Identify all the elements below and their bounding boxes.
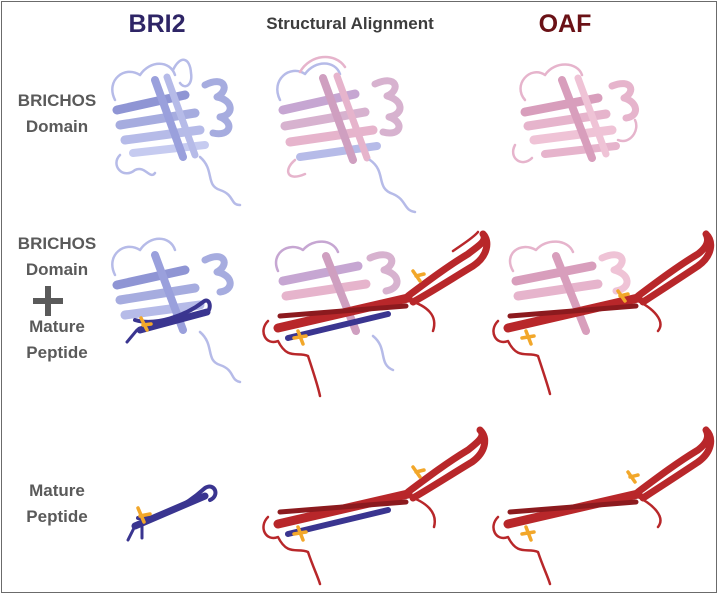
oaf-mature-peptide-structure <box>492 426 715 586</box>
row-label-line: Peptide <box>26 343 88 362</box>
row-label-line: Domain <box>25 260 89 279</box>
column-title-structural-alignment: Structural Alignment <box>266 14 434 33</box>
row-label-line: Mature <box>29 317 85 336</box>
row-label-brichos-plus-peptide-top: BRICHOS Domain <box>2 231 112 283</box>
row-label-brichos-plus-peptide-bottom: Mature Peptide <box>2 314 112 366</box>
column-title-oaf: OAF <box>538 10 592 38</box>
bri2-mature-peptide-structure <box>126 484 218 542</box>
row-label-line: BRICHOS <box>17 234 97 253</box>
row-label-line: Mature <box>29 481 85 500</box>
oaf-brichos-with-peptide-structure <box>492 230 715 396</box>
row-label-line: BRICHOS <box>17 91 97 110</box>
oaf-brichos-domain-structure <box>512 63 639 164</box>
column-title-bri2: BRI2 <box>128 10 186 38</box>
alignment-brichos-with-peptide-structure <box>262 230 491 398</box>
plus-icon <box>31 284 65 318</box>
bri2-brichos-with-peptide-structure <box>111 237 242 384</box>
row-label-line: Peptide <box>26 507 88 526</box>
alignment-mature-peptide-structure <box>262 426 489 586</box>
row-label-brichos-domain: BRICHOS Domain <box>2 88 112 140</box>
alignment-brichos-domain-structure <box>276 55 417 214</box>
row-label-line: Domain <box>25 117 89 136</box>
bri2-brichos-domain-structure <box>111 58 242 207</box>
row-label-mature-peptide: Mature Peptide <box>2 478 112 530</box>
